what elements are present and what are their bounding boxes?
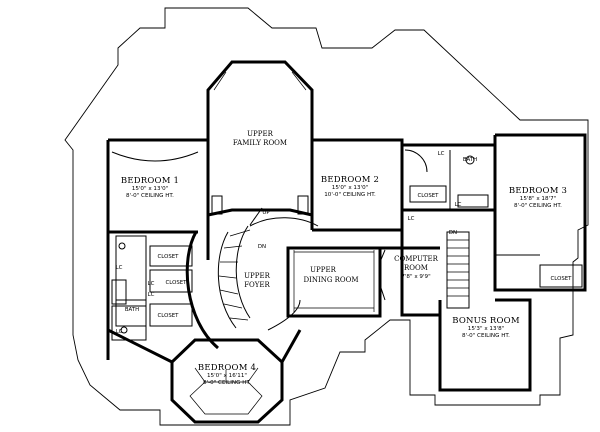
dining-line2: DINING ROOM (303, 276, 358, 284)
computer-room-size: 7'8" x 9'9" (401, 274, 431, 280)
stair-down-label: DN (258, 244, 266, 250)
family-room-line2: FAMILY ROOM (233, 139, 287, 147)
bedroom-4-size: 15'0" x 16'11" (207, 373, 247, 379)
upper-dining-room-walls (286, 246, 382, 318)
center-bath-walls (402, 143, 497, 212)
bonus-room-ceiling: 8'-0" CEILING HT. (462, 333, 510, 339)
bedroom-3-name: BEDROOM 3 (509, 186, 567, 196)
bedroom-2-ceiling: 10'-0" CEILING HT. (324, 192, 376, 198)
foyer-line1: UPPER (244, 272, 270, 280)
bedroom-4-name: BEDROOM 4 (198, 363, 256, 373)
bonus-stair-down-label: DN (449, 230, 457, 236)
computer-room-line2: ROOM (404, 264, 428, 272)
stair-up-label: UP (262, 210, 270, 216)
lc-label: LC (148, 292, 155, 298)
bedroom-3-size: 15'8" x 18'7" (520, 196, 557, 202)
lc-label: LC (116, 329, 123, 335)
lc-label: LC (455, 202, 462, 208)
bonus-room-size: 15'3" x 13'8" (468, 326, 505, 332)
bedroom-3-ceiling: 8'-0" CEILING HT. (514, 203, 562, 209)
bedroom-3-walls (493, 133, 587, 292)
closet-label: CLOSET (166, 280, 188, 286)
bedroom-2-size: 15'0" x 13'0" (332, 185, 369, 191)
foyer-line2: FOYER (244, 281, 270, 289)
bedroom-4-ceiling: 8'-0" CEILING HT. (203, 380, 251, 386)
closet-label: CLOSET (551, 276, 573, 282)
dining-line1: UPPER (310, 266, 336, 274)
bath-label: BATH (125, 307, 139, 313)
bedroom-1-ceiling: 8'-0" CEILING HT. (126, 193, 174, 199)
bonus-room-name: BONUS ROOM (452, 316, 520, 326)
left-bath (111, 305, 147, 341)
family-room-line1: UPPER (247, 130, 273, 138)
roof-outline (64, 7, 589, 426)
bedroom-2-walls (310, 138, 404, 232)
bath-label: BATH (463, 157, 477, 163)
bedroom-1-closets (111, 235, 193, 327)
computer-room-line1: COMPUTER (394, 255, 439, 263)
closet-label: CLOSET (158, 313, 180, 319)
lc-label: LC (116, 265, 123, 271)
bonus-room-walls (438, 298, 532, 392)
lc-label: LC (438, 151, 445, 157)
computer-room-walls (379, 230, 440, 317)
lc-label: LC (148, 281, 155, 287)
bonus-stair (446, 231, 470, 309)
bedroom-2-name: BEDROOM 2 (321, 175, 379, 185)
bedroom-4-walls (107, 328, 302, 424)
closet-label: CLOSET (418, 193, 440, 199)
lc-label: LC (408, 216, 415, 222)
bedroom-1-size: 15'0" x 13'0" (132, 186, 169, 192)
closet-label: CLOSET (158, 254, 180, 260)
bedroom-1-name: BEDROOM 1 (121, 176, 179, 186)
spiral-stair (185, 207, 319, 350)
